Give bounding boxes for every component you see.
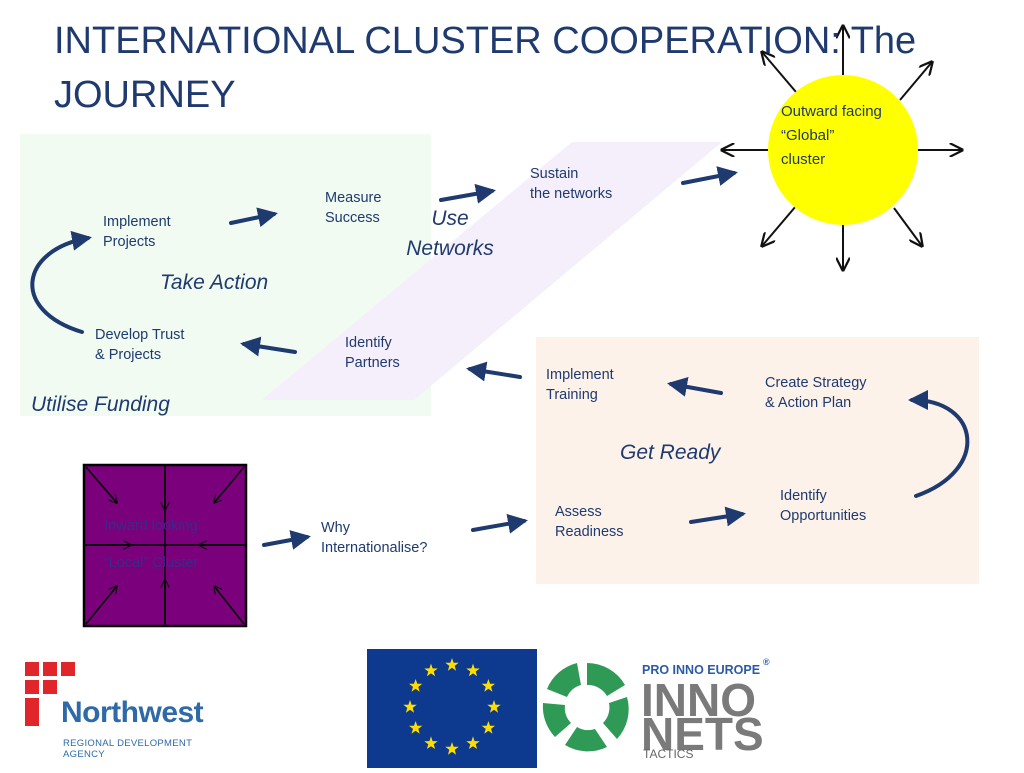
northwest-subtitle: REGIONAL DEVELOPMENT AGENCY <box>63 738 193 760</box>
node-create-strategy: Create Strategy & Action Plan <box>765 375 867 411</box>
node-sustain-networks: Sustain the networks <box>530 166 613 202</box>
arrow-inward-to-why <box>262 530 311 550</box>
arrow-assess-to-opportunities <box>689 506 746 527</box>
arrow-measure-to-sustain <box>439 183 496 204</box>
phase-get-ready: Get Ready <box>620 441 721 464</box>
eu-star-icon <box>403 700 417 713</box>
eu-star-icon <box>424 736 438 749</box>
arrow-partners-to-trust <box>240 336 297 357</box>
node-implement-projects: Implement Projects <box>103 214 171 250</box>
outward-cluster-sun <box>722 26 962 270</box>
node-why-internationalise: Why Internationalise? <box>321 520 428 556</box>
eu-star-icon <box>466 736 480 749</box>
pro-inno-europe-logo: PRO INNO EUROPE ® INNO NETS TACTICS <box>537 649 777 768</box>
eu-star-icon <box>481 721 495 734</box>
phase-take-action: Take Action <box>160 271 269 294</box>
registered-mark: ® <box>763 657 770 667</box>
innonets-ring-icon <box>542 663 629 752</box>
arrow-sustain-to-sun <box>681 166 738 186</box>
phase-utilise-funding: Utilise Funding <box>31 393 170 416</box>
eu-star-icon <box>445 742 459 755</box>
arrow-why-to-assess <box>471 513 528 534</box>
northwest-emblem-icon <box>25 662 75 726</box>
arrow-trust-loop-to-implement <box>30 230 92 334</box>
inward-cluster-square <box>82 463 248 628</box>
arrow-training-to-partners <box>466 361 522 382</box>
node-develop-trust: Develop Trust & Projects <box>95 327 185 363</box>
node-measure-success: Measure Success <box>325 190 382 226</box>
pro-inno-europe-text: PRO INNO EUROPE <box>642 663 761 677</box>
node-identify-opportunities: Identify Opportunities <box>780 488 867 524</box>
get-ready-panel <box>536 337 979 584</box>
eu-star-icon <box>424 663 438 677</box>
node-implement-training: Implement Training <box>546 367 614 403</box>
eu-star-icon <box>409 679 423 692</box>
nets-text: NETS <box>641 708 764 760</box>
tactics-text: TACTICS <box>643 747 694 761</box>
page-title: INTERNATIONAL CLUSTER COOPERATION: The J… <box>54 20 917 116</box>
eu-star-icon <box>445 658 459 671</box>
phase-use-networks: Use Networks <box>406 207 494 260</box>
eu-stars-icon <box>403 658 501 755</box>
eu-star-icon <box>466 663 480 677</box>
arrow-strategy-to-training <box>667 376 723 397</box>
northwest-wordmark: Northwest <box>61 696 204 729</box>
node-assess-readiness: Assess Readiness <box>555 504 624 540</box>
use-networks-band <box>262 142 722 400</box>
eu-star-icon <box>487 700 501 713</box>
eu-star-icon <box>481 679 495 692</box>
outward-cluster-label: Outward facing “Global” cluster <box>781 103 882 168</box>
eu-flag <box>367 649 537 768</box>
arrow-implement-to-measure <box>229 207 278 228</box>
inno-text: INNO <box>641 674 756 726</box>
arrow-opportunities-loop-to-strategy <box>908 390 970 498</box>
northwest-logo: Northwest REGIONAL DEVELOPMENT AGENCY <box>25 660 215 760</box>
node-identify-partners: Identify Partners <box>345 335 400 371</box>
eu-star-icon <box>409 721 423 734</box>
inward-cluster-label: Inward looking “Local” Cluster <box>103 518 199 571</box>
